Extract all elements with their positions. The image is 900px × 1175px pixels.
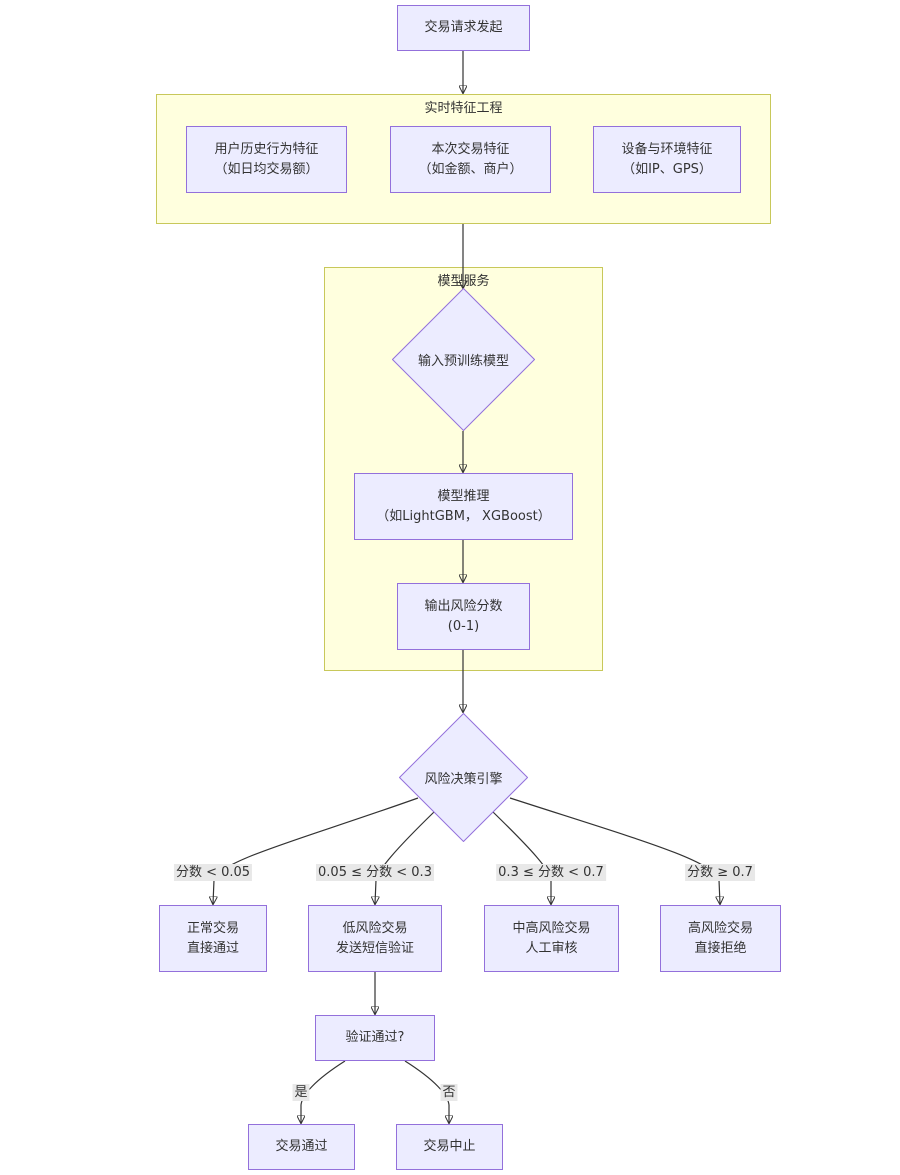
node-normal-transaction: 正常交易 直接通过	[159, 905, 267, 972]
node-normal-transaction-line2: 直接通过	[186, 940, 239, 956]
edge-verify-to-pass	[301, 1060, 346, 1123]
node-mid-high-risk-transaction-line1: 中高风险交易	[512, 920, 591, 936]
node-low-risk-transaction: 低风险交易 发送短信验证	[308, 905, 442, 972]
edge-label-score-lt-005: 分数 < 0.05	[173, 864, 253, 881]
edge-label-no: 否	[440, 1084, 458, 1101]
edge-label-score-005-03: 0.05 ≤ 分数 < 0.3	[316, 864, 434, 881]
node-model-inference-line2: （如LightGBM， XGBoost）	[376, 508, 551, 524]
node-device-features-line2: （如IP、GPS）	[622, 161, 712, 177]
node-transaction-features-line2: （如金额、商户）	[418, 161, 523, 177]
node-transaction-features-line1: 本次交易特征	[431, 141, 510, 157]
node-mid-high-risk-transaction-line2: 人工审核	[525, 940, 578, 956]
edge-label-score-ge-07: 分数 ≥ 0.7	[685, 864, 755, 881]
edge-engine-to-normal	[213, 797, 419, 904]
node-low-risk-transaction-line2: 发送短信验证	[335, 940, 414, 956]
node-device-features: 设备与环境特征 （如IP、GPS）	[593, 126, 741, 193]
node-transaction-stop: 交易中止	[396, 1124, 503, 1170]
node-verify-passed: 验证通过?	[315, 1015, 435, 1061]
node-risk-score: 输出风险分数 (0-1)	[397, 583, 530, 650]
node-model-inference: 模型推理 （如LightGBM， XGBoost）	[354, 473, 573, 540]
node-user-history-features-line1: 用户历史行为特征	[214, 141, 319, 157]
node-transaction-features: 本次交易特征 （如金额、商户）	[390, 126, 551, 193]
node-high-risk-transaction: 高风险交易 直接拒绝	[660, 905, 781, 972]
edge-label-score-03-07: 0.3 ≤ 分数 < 0.7	[496, 864, 606, 881]
node-normal-transaction-line1: 正常交易	[186, 920, 239, 936]
node-risk-score-line1: 输出风险分数	[424, 598, 503, 614]
edge-engine-to-high	[509, 797, 720, 904]
node-decision-engine: 风险决策引擎	[399, 713, 528, 842]
node-high-risk-transaction-line1: 高风险交易	[687, 920, 753, 936]
node-transaction-request: 交易请求发起	[397, 5, 530, 51]
node-input-model-label: 输入预训练模型	[417, 354, 509, 369]
node-low-risk-transaction-line1: 低风险交易	[342, 920, 408, 936]
node-decision-engine-shape	[399, 713, 528, 842]
edge-label-yes: 是	[292, 1084, 310, 1101]
edge-verify-to-stop	[404, 1060, 449, 1123]
node-decision-engine-label: 风险决策引擎	[424, 772, 503, 787]
node-mid-high-risk-transaction: 中高风险交易 人工审核	[484, 905, 619, 972]
node-transaction-stop-label: 交易中止	[423, 1139, 476, 1154]
node-input-model: 输入预训练模型	[392, 288, 535, 431]
node-input-model-shape	[392, 288, 535, 431]
node-user-history-features-line2: （如日均交易额）	[214, 161, 319, 177]
node-model-inference-line1: 模型推理	[437, 488, 490, 504]
node-transaction-request-label: 交易请求发起	[424, 20, 503, 35]
node-verify-passed-label: 验证通过?	[345, 1030, 405, 1045]
node-device-features-line1: 设备与环境特征	[621, 141, 713, 157]
cluster-title-feature-engineering: 实时特征工程	[424, 101, 503, 116]
node-transaction-pass-label: 交易通过	[275, 1139, 328, 1154]
node-high-risk-transaction-line2: 直接拒绝	[694, 940, 747, 956]
node-user-history-features: 用户历史行为特征 （如日均交易额）	[186, 126, 347, 193]
node-risk-score-line2: (0-1)	[447, 618, 480, 634]
node-transaction-pass: 交易通过	[248, 1124, 355, 1170]
